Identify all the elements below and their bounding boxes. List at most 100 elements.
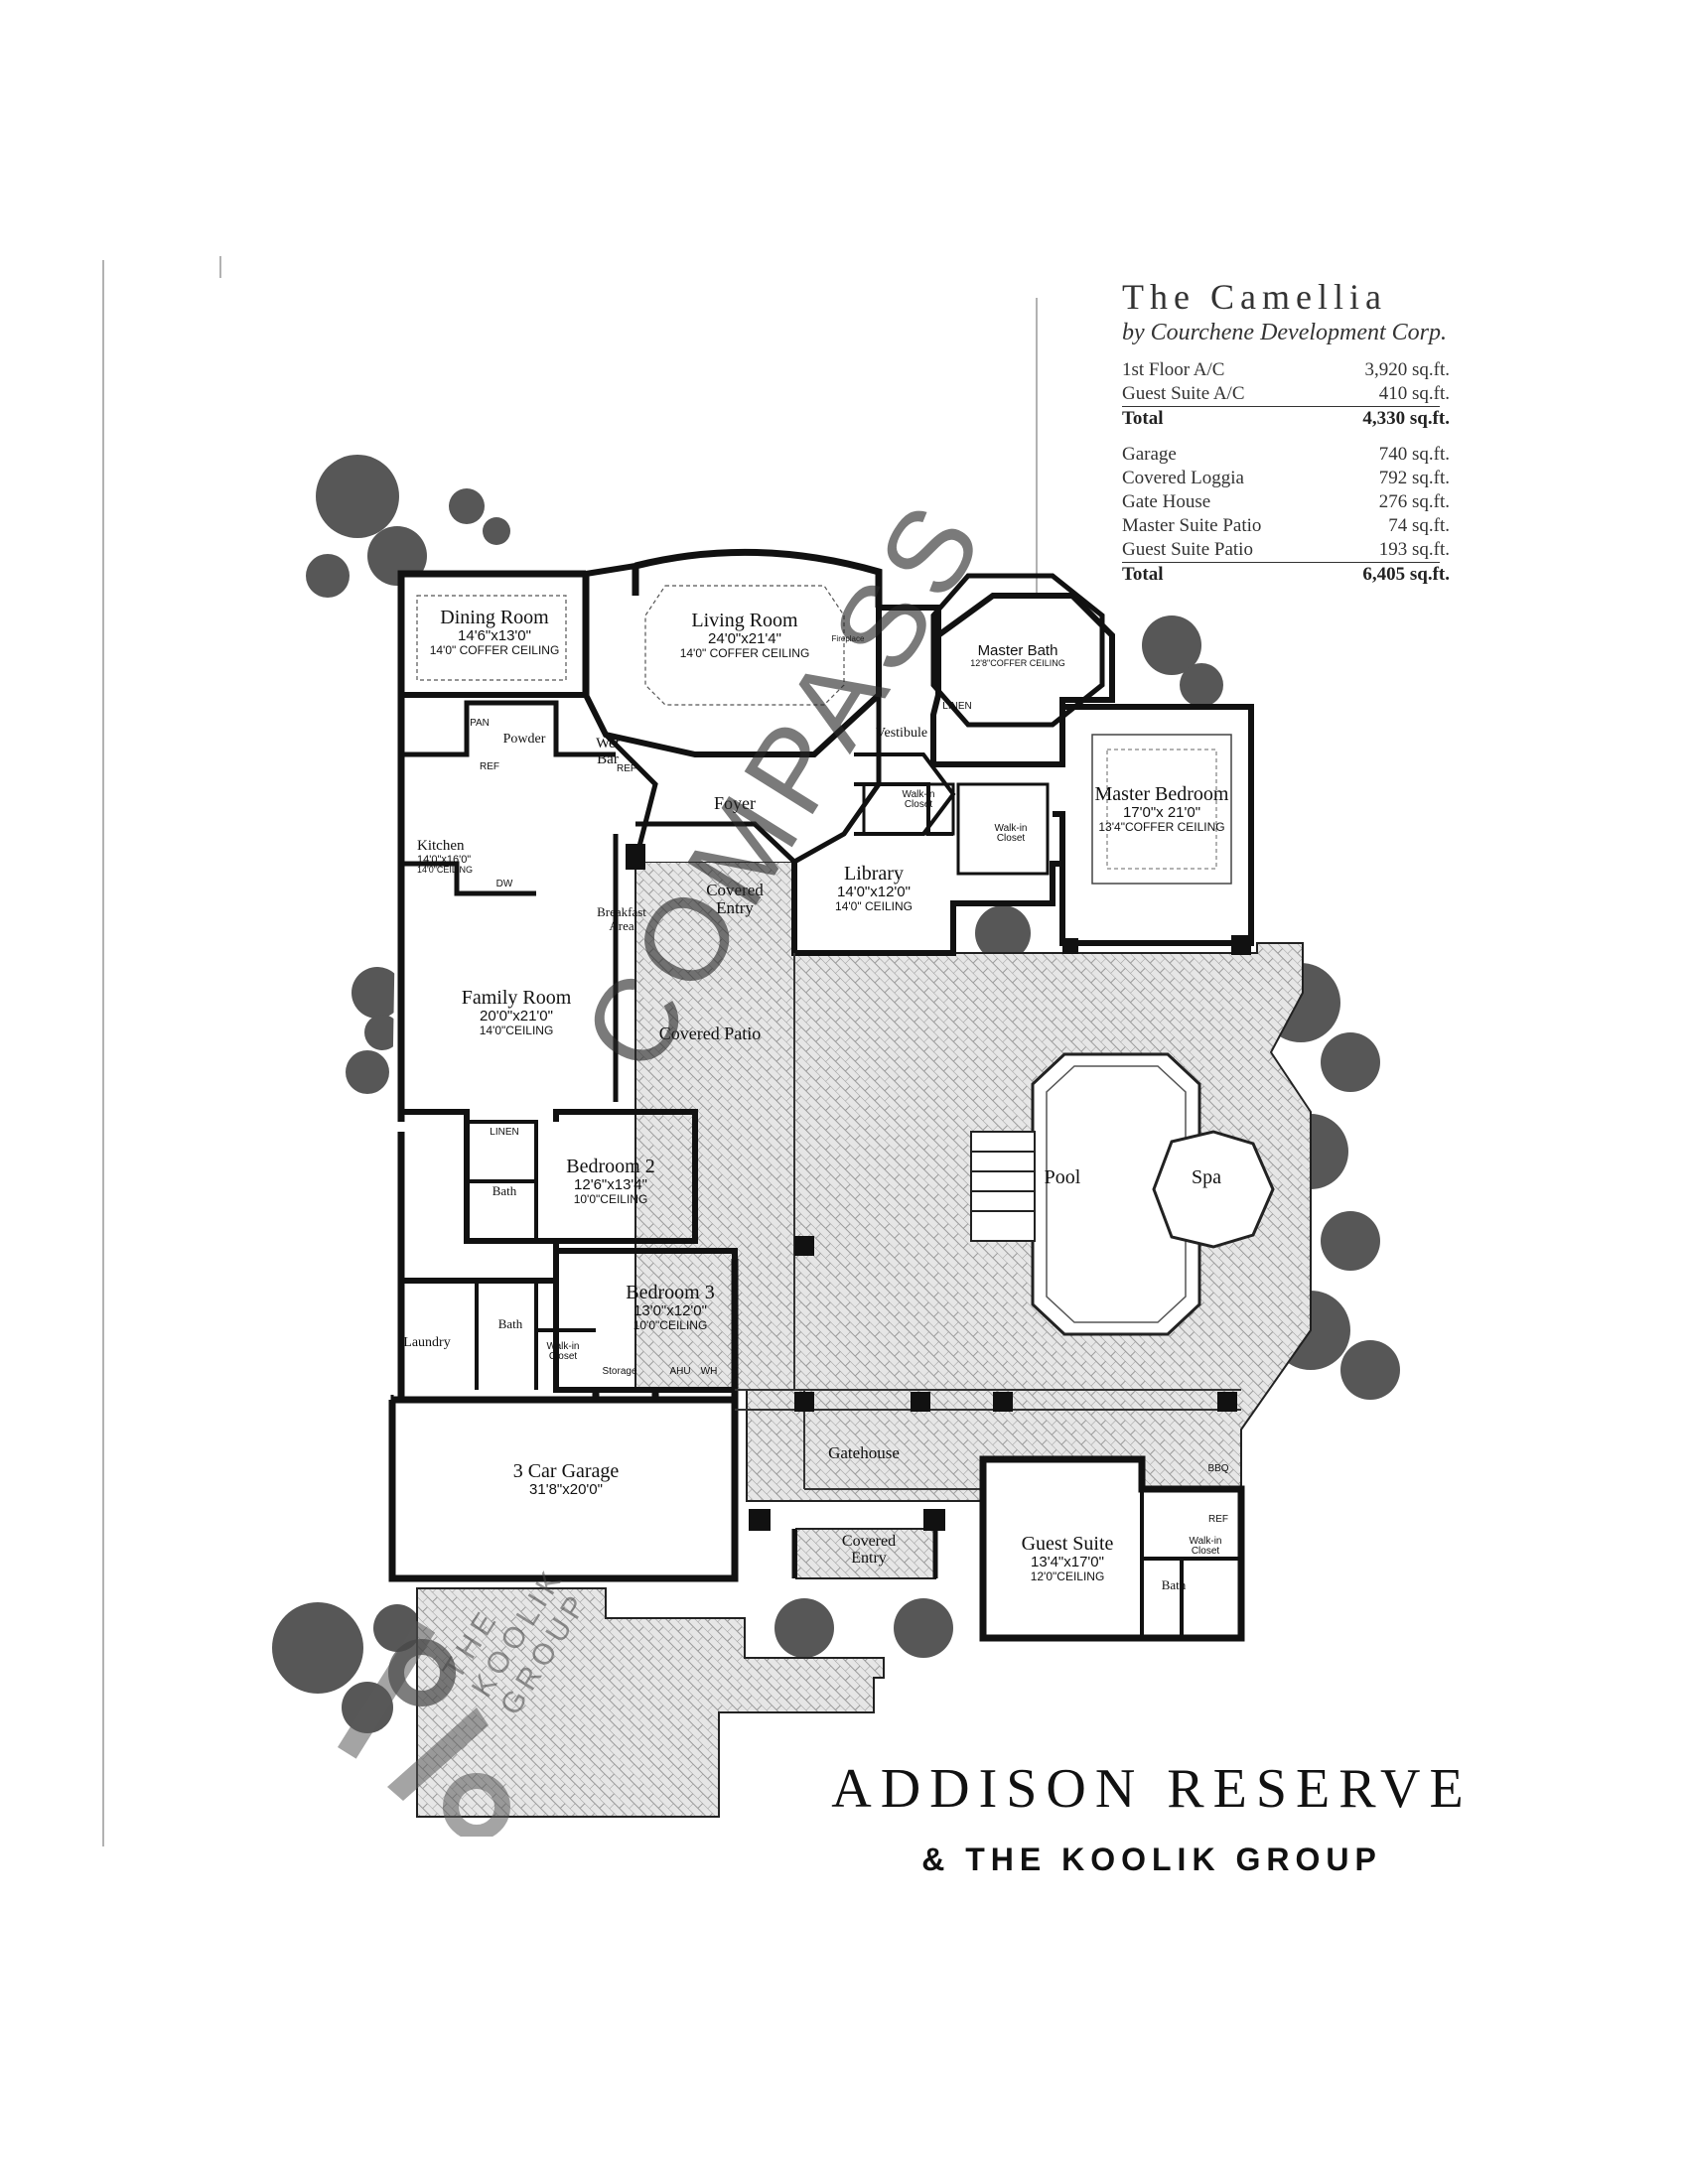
area-row-label: Guest Suite Patio (1122, 539, 1253, 560)
area-row-label: Garage (1122, 444, 1177, 465)
grand-total-value: 6,405 sq.ft. (1362, 564, 1450, 585)
linen-master-label: LINEN (942, 701, 972, 712)
area-row-label: Gate House (1122, 491, 1211, 512)
walk-in-closet-master-2: Walk-in Closet (994, 823, 1028, 844)
walk-in-closet-b3: Walk-in Closet (546, 1341, 580, 1362)
ref-bar-label: REF (617, 763, 636, 774)
dw-label: DW (495, 879, 513, 889)
bedroom2-name: Bedroom 2 (566, 1156, 655, 1177)
breakfast-line1: Breakfast (597, 904, 646, 919)
laundry-label: Laundry (403, 1335, 451, 1350)
bbq-label: BBQ (1207, 1463, 1229, 1474)
area-row-value: 276 sq.ft. (1378, 491, 1450, 512)
family-room-ceiling: 14'0"CEILING (479, 1023, 554, 1037)
library-ceiling: 14'0" CEILING (835, 898, 913, 913)
bedroom2-dims: 12'6"x13'4" (574, 1176, 647, 1193)
pool-label: Pool (1044, 1166, 1081, 1188)
kitchen-name: Kitchen (417, 838, 465, 854)
bedroom3-label: Bedroom 3 13'0"x12'0" 10'0"CEILING (601, 1283, 740, 1331)
master-bath-name: Master Bath (977, 642, 1058, 659)
gatehouse-label: Gatehouse (828, 1443, 900, 1462)
area-row-label: Guest Suite A/C (1122, 383, 1245, 404)
covered-entry-top-label: Covered Entry (706, 881, 764, 917)
area-row-value: 792 sq.ft. (1378, 468, 1450, 488)
living-room-dims: 24'0"x21'4" (708, 630, 781, 647)
garage-label: 3 Car Garage 31'8"x20'0" (487, 1461, 645, 1498)
dining-room-label: Dining Room 14'6"x13'0" 14'0" COFFER CEI… (415, 608, 574, 656)
ac-total-label: Total (1122, 408, 1164, 429)
library-dims: 14'0"x12'0" (837, 884, 911, 900)
brand-subname: & THE KOOLIK GROUP (921, 1842, 1382, 1877)
master-bedroom-label: Master Bedroom 17'0"x 21'0" 13'4"COFFER … (1072, 784, 1251, 833)
columns (626, 844, 1251, 1531)
master-bedroom-name: Master Bedroom (1094, 783, 1229, 805)
family-room-name: Family Room (461, 987, 572, 1009)
landscaping-shrubs (272, 455, 1400, 1733)
kitchen-label: Kitchen 14'0"x16'0" 14'0"CEILING (417, 838, 506, 876)
bedroom2-ceiling: 10'0"CEILING (573, 1191, 648, 1206)
area-row: Garage 740 sq.ft. (1122, 443, 1450, 467)
divider (1122, 562, 1440, 563)
master-bedroom-ceiling: 13'4"COFFER CEILING (1098, 819, 1225, 834)
bedroom2-label: Bedroom 2 12'6"x13'4" 10'0"CEILING (536, 1157, 685, 1205)
area-row: 1st Floor A/C 3,920 sq.ft. (1122, 358, 1450, 382)
dining-room-name: Dining Room (440, 607, 549, 628)
area-row-value: 193 sq.ft. (1378, 539, 1450, 560)
garage-dims: 31'8"x20'0" (529, 1481, 603, 1498)
walk-in-closet-guest: Walk-in Closet (1189, 1536, 1222, 1557)
area-row-value: 410 sq.ft. (1378, 383, 1450, 404)
bath-guest-label: Bath (1161, 1577, 1187, 1592)
area-row: Guest Suite Patio 193 sq.ft. (1122, 538, 1450, 562)
pan-label: PAN (470, 718, 490, 729)
master-bath-label: Master Bath 12'8"COFFER CEILING (953, 643, 1082, 668)
grand-total-label: Total (1122, 564, 1164, 585)
storage-label: Storage (602, 1366, 637, 1377)
kitchen-dims: 14'0"x16'0" (417, 853, 472, 866)
plan-subtitle: by Courchene Development Corp. (1122, 320, 1448, 345)
area-row-label: Covered Loggia (1122, 468, 1244, 488)
area-row: Gate House 276 sq.ft. (1122, 490, 1450, 514)
scan-marks (102, 256, 1038, 1846)
walk-in-closet-master-1: Walk-in Closet (902, 789, 935, 810)
ref-kitchen-label: REF (480, 761, 499, 772)
bath-b2-label: Bath (492, 1183, 517, 1198)
garage-name: 3 Car Garage (512, 1460, 620, 1482)
walls (388, 548, 1254, 1642)
plan-title: The Camellia (1122, 277, 1387, 317)
bedroom3-name: Bedroom 3 (626, 1282, 715, 1303)
powder-label: Powder (502, 732, 546, 747)
coffer-ceilings (416, 585, 845, 706)
guest-suite-name: Guest Suite (1021, 1533, 1114, 1555)
linen-b2-label: LINEN (490, 1127, 519, 1138)
master-bath-ceiling: 12'8"COFFER CEILING (970, 657, 1065, 668)
library-label: Library 14'0"x12'0" 14'0" CEILING (809, 864, 938, 912)
bath-b3-label: Bath (497, 1316, 523, 1331)
vestibule-label: Vestibule (875, 726, 928, 741)
area-row: Guest Suite A/C 410 sq.ft. (1122, 382, 1450, 406)
area-row-value: 740 sq.ft. (1378, 444, 1450, 465)
area-row-label: 1st Floor A/C (1122, 359, 1225, 380)
spa-label: Spa (1192, 1166, 1221, 1188)
area-row-value: 3,920 sq.ft. (1364, 359, 1451, 380)
ac-total-value: 4,330 sq.ft. (1362, 408, 1450, 429)
breakfast-line2: Area (609, 917, 634, 933)
grand-total-row: Total 6,405 sq.ft. (1122, 563, 1450, 587)
ahu-label: AHU (669, 1366, 691, 1377)
family-room-dims: 20'0"x21'0" (480, 1008, 553, 1024)
guest-suite-label: Guest Suite 13'4"x17'0" 12'0"CEILING (998, 1534, 1137, 1582)
area-row: Covered Loggia 792 sq.ft. (1122, 467, 1450, 490)
master-bedroom-dims: 17'0"x 21'0" (1122, 804, 1201, 821)
pool-and-spa (970, 1052, 1275, 1336)
ref-guest-label: REF (1208, 1514, 1228, 1525)
wh-label: WH (700, 1366, 718, 1377)
wet-bar-line1: Wet (596, 736, 620, 751)
foyer-label: Foyer (714, 793, 756, 813)
area-row-value: 74 sq.ft. (1388, 515, 1450, 536)
covered-patio-label: Covered Patio (658, 1024, 762, 1043)
wet-bar-label: Wet Bar (586, 736, 630, 768)
kitchen-ceiling: 14'0"CEILING (417, 865, 473, 876)
koolik-logo-watermark (337, 1620, 510, 1837)
area-summary: The Camellia by Courchene Development Co… (1122, 276, 1450, 587)
